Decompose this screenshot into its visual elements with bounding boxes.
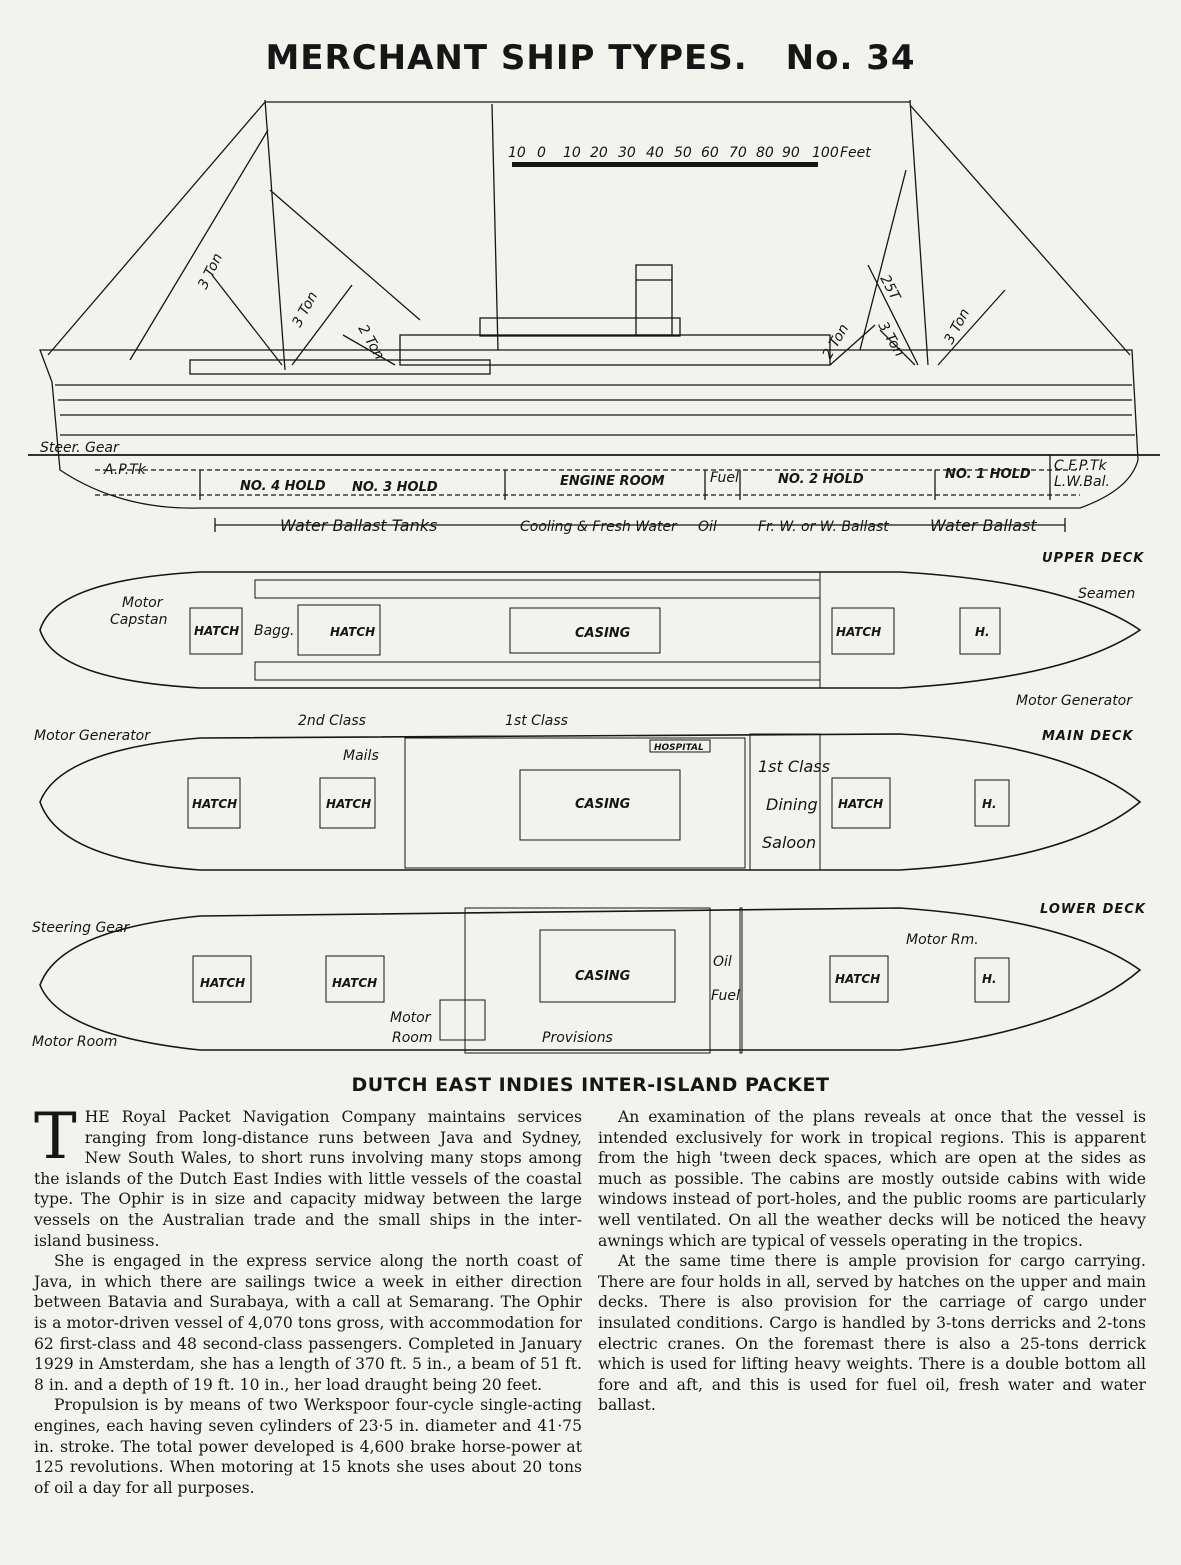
main-motor-generator-label: Motor Generator (34, 728, 151, 744)
drop-cap: T (34, 1100, 77, 1174)
derrick-label-4: 2 Ton (820, 321, 853, 362)
article-subtitle: DUTCH EAST INDIES INTER-ISLAND PACKET (351, 1074, 830, 1096)
derrick-label-5: 3 Ton (875, 319, 908, 360)
main-hospital-label: HOSPITAL (654, 743, 704, 753)
scale-tick-3: 20 (590, 145, 608, 161)
label-engine-room: ENGINE ROOM (560, 474, 665, 489)
upper-deck-title: UPPER DECK (1042, 551, 1144, 566)
label-lwbal: L.W.Bal. (1054, 474, 1110, 490)
lower-deck-plan: LOWER DECK Steering Gear Motor Room HATC… (32, 902, 1146, 1054)
article-paragraph-5: At the same time there is ample provisio… (598, 1252, 1146, 1415)
label-steer-gear: Steer. Gear (40, 440, 120, 456)
label-fpt: C F.P.Tk (1054, 458, 1107, 474)
article-paragraph-4: An examination of the plans reveals at o… (598, 1108, 1146, 1250)
scale-tick-9: 80 (756, 145, 774, 161)
scale-bar: 10 0 10 20 30 40 50 60 70 80 90 100 Feet (508, 145, 871, 167)
ship-plans-svg: 10 0 10 20 30 40 50 60 70 80 90 100 Feet (28, 99, 1160, 1054)
lower-oil-label: Oil (713, 954, 732, 970)
upper-motor-label: Motor (122, 595, 164, 611)
ship-profile (28, 99, 1160, 532)
label-fuel: Fuel (710, 470, 739, 486)
derrick-label-6: 25T (876, 272, 903, 304)
page-title: MERCHANT SHIP TYPES. No. 34 (0, 38, 1181, 78)
main-hatch-1: HATCH (192, 797, 237, 811)
main-hatch-3: HATCH (838, 797, 883, 811)
upper-first-class-label: 1st Class (505, 713, 568, 729)
scale-tick-10: 90 (782, 145, 800, 161)
main-mails-label: Mails (343, 748, 379, 764)
scale-tick-1: 0 (537, 145, 546, 161)
scale-tick-11: 100 (812, 145, 839, 161)
lower-deck-title: LOWER DECK (1040, 902, 1146, 917)
upper-deck-plan: UPPER DECK Motor Capstan HATCH Bagg. HAT… (39, 551, 1144, 729)
article-column-left: T HE Royal Packet Navigation Company main… (34, 1100, 582, 1498)
upper-hatch-1: HATCH (194, 624, 239, 638)
lower-motor-label: Motor (390, 1010, 432, 1026)
derrick-label-1: 3 Ton (195, 251, 226, 292)
label-cooling-fresh-water: Cooling & Fresh Water (520, 519, 678, 535)
scale-tick-2: 10 (563, 145, 581, 161)
article-paragraph-1: T HE Royal Packet Navigation Company main… (34, 1100, 582, 1251)
label-fr-w-ballast: Fr. W. or W. Ballast (758, 519, 889, 535)
label-water-ballast: Water Ballast (930, 516, 1037, 535)
scale-tick-5: 40 (646, 145, 664, 161)
main-first-class-label: 1st Class (758, 757, 830, 776)
main-casing-label: CASING (575, 797, 631, 812)
upper-hatch-3: HATCH (836, 625, 881, 639)
scale-tick-4: 30 (618, 145, 636, 161)
main-saloon-label: Saloon (762, 833, 816, 852)
upper-h-label: H. (975, 625, 990, 639)
label-hold-4: NO. 4 HOLD (240, 479, 326, 494)
main-dining-label: Dining (766, 795, 818, 814)
label-water-ballast-tanks: Water Ballast Tanks (280, 516, 437, 535)
derrick-label-2: 3 Ton (289, 289, 321, 330)
title-text: MERCHANT SHIP TYPES. (265, 38, 748, 78)
label-apt: A.P.Tk (103, 462, 147, 478)
lower-steering-gear-label: Steering Gear (32, 920, 130, 936)
label-hold-3: NO. 3 HOLD (352, 480, 438, 495)
label-oil-tank: Oil (698, 519, 717, 535)
upper-motor-generator-label: Motor Generator (1016, 693, 1133, 709)
scale-tick-0: 10 (508, 145, 526, 161)
lower-hatch-2: HATCH (332, 976, 377, 990)
lower-room-label: Room (392, 1030, 433, 1046)
lower-fuel-label: Fuel (711, 988, 740, 1004)
scale-tick-7: 60 (701, 145, 719, 161)
main-deck-plan: MAIN DECK Motor Generator HATCH HATCH Ma… (34, 728, 1142, 871)
article-paragraph-3: Propulsion is by means of two Werkspoor … (34, 1396, 582, 1497)
scale-bar-rule (512, 162, 818, 167)
derrick-label-7: 3 Ton (941, 306, 973, 347)
derrick-label-3: 2 Ton (355, 322, 388, 363)
article-paragraph-2: She is engaged in the express service al… (34, 1252, 582, 1394)
main-deck-title: MAIN DECK (1042, 729, 1134, 744)
main-hatch-2: HATCH (326, 797, 371, 811)
label-hold-2: NO. 2 HOLD (778, 472, 864, 487)
upper-casing-label: CASING (575, 626, 631, 641)
upper-bagg-label: Bagg. (254, 623, 294, 639)
lower-motor-room-label: Motor Room (32, 1034, 117, 1050)
upper-hatch-2: HATCH (330, 625, 375, 639)
lower-casing-label: CASING (575, 969, 631, 984)
paragraph-1-text: Royal Packet Navigation Company maintain… (34, 1108, 582, 1250)
scale-tick-8: 70 (729, 145, 747, 161)
scale-unit: Feet (840, 145, 871, 161)
label-hold-1: NO. 1 HOLD (945, 467, 1031, 482)
ship-plans: 10 0 10 20 30 40 50 60 70 80 90 100 Feet (0, 90, 1181, 1070)
upper-seamen-label: Seamen (1078, 586, 1135, 602)
lower-motor-rm-label: Motor Rm. (906, 932, 979, 948)
lower-h-label: H. (982, 972, 997, 986)
lower-hatch-1: HATCH (200, 976, 245, 990)
lower-hatch-3: HATCH (835, 972, 880, 986)
lead-word: HE (84, 1108, 110, 1126)
upper-capstan-label: Capstan (110, 612, 167, 628)
scale-tick-6: 50 (674, 145, 692, 161)
main-h-label: H. (982, 797, 997, 811)
upper-second-class-label: 2nd Class (298, 713, 366, 729)
title-number: No. 34 (785, 38, 916, 78)
article-column-right: An examination of the plans reveals at o… (598, 1107, 1146, 1416)
lower-provisions-label: Provisions (542, 1030, 613, 1046)
